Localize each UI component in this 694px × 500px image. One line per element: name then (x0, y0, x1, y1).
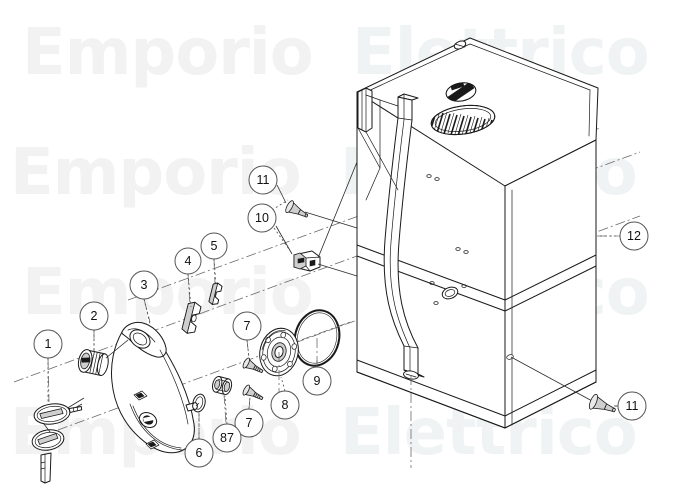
callout-label: 4 (185, 254, 192, 268)
part-7-screw-lower (242, 384, 264, 410)
callout-3[interactable]: 3 (129, 270, 159, 300)
main-cover-housing (356, 37, 599, 468)
callout-label: 3 (141, 278, 148, 292)
part-3-release-handle-cover (111, 298, 200, 454)
callout-label: 9 (314, 374, 321, 388)
callout-label: 87 (220, 431, 234, 445)
callout-7-lower[interactable]: 7 (234, 408, 264, 438)
callout-2[interactable]: 2 (79, 301, 109, 331)
callout-label: 11 (257, 173, 270, 187)
part-87-bushing (212, 375, 233, 425)
callout-label: 2 (91, 309, 98, 323)
callout-label: 12 (627, 229, 641, 243)
part-2-lock-cylinder (77, 330, 129, 376)
callout-label: 8 (282, 398, 289, 412)
part-5-clip-small (208, 258, 223, 305)
callout-label: 11 (626, 399, 639, 413)
part-4-clip (181, 273, 202, 334)
callout-6[interactable]: 6 (184, 438, 214, 468)
part-11-upper-screw (276, 184, 358, 229)
callout-bubbles: 1 2 3 4 5 6 7 7 87 8 9 10 11 11 12 (33, 165, 649, 468)
part-11-lower-screw (510, 356, 617, 413)
callout-1[interactable]: 1 (33, 329, 63, 359)
callout-10[interactable]: 10 (247, 203, 277, 233)
part-7-screw-upper (242, 339, 264, 374)
callout-label: 7 (246, 416, 253, 430)
callout-12[interactable]: 12 (619, 221, 649, 251)
callout-87[interactable]: 87 (212, 423, 242, 453)
callout-label: 7 (244, 319, 251, 333)
callout-leaders (47, 199, 620, 439)
callout-4[interactable]: 4 (174, 247, 202, 275)
part-1-key (31, 357, 85, 484)
callout-label: 6 (196, 446, 203, 460)
part-10-mounting-bracket (275, 161, 358, 277)
callout-label: 5 (211, 239, 218, 253)
callout-7-upper[interactable]: 7 (232, 311, 262, 341)
callout-label: 10 (255, 211, 269, 225)
callout-5[interactable]: 5 (200, 232, 228, 260)
callout-11-upper[interactable]: 11 (248, 165, 278, 195)
callout-9[interactable]: 9 (302, 366, 332, 396)
callout-11-lower[interactable]: 11 (617, 391, 647, 421)
callout-8[interactable]: 8 (270, 390, 300, 420)
callout-label: 1 (45, 337, 52, 351)
part-8-release-hub (259, 327, 299, 392)
